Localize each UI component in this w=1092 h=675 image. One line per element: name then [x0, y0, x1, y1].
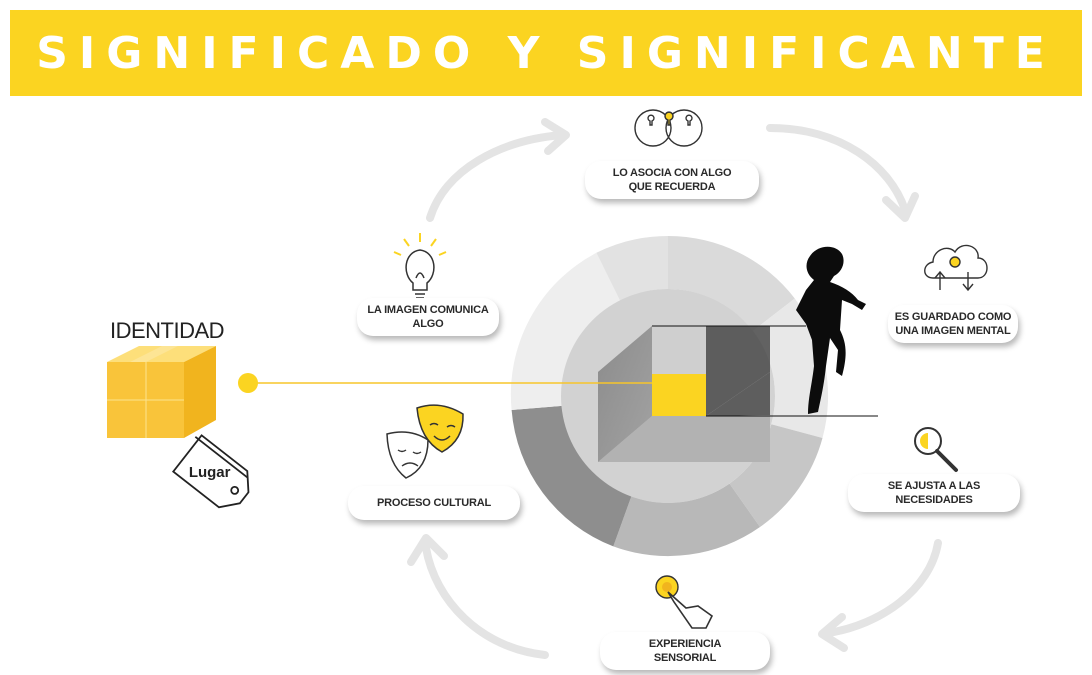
title-banner: SIGNIFICADO Y SIGNIFICANTE: [10, 10, 1082, 96]
place-tag: Lugar: [171, 434, 250, 509]
page-title: SIGNIFICADO Y SIGNIFICANTE: [36, 27, 1056, 79]
theater-masks-icon: [386, 404, 464, 479]
yellow-core: [652, 374, 706, 416]
arrow-left-to-top: [426, 118, 570, 222]
touch-hand-icon: [655, 575, 714, 629]
tag-label: Lugar: [189, 464, 231, 481]
cycle-arrows: [407, 118, 942, 659]
arrow-right-to-bottom: [818, 539, 942, 652]
arrow-bottom-to-left: [407, 534, 549, 659]
cloud-lightbulb-icon: [924, 244, 988, 292]
lightbulb-icon: [393, 233, 447, 299]
venn-lightbulbs-icon: [634, 109, 703, 147]
central-box: [598, 325, 878, 462]
step-cultural-process: PROCESO CULTURAL: [348, 486, 520, 520]
magnifier-icon: [914, 427, 958, 472]
running-child-silhouette: [796, 246, 866, 414]
identity-connector: [238, 373, 652, 393]
arrow-top-to-right: [766, 124, 919, 222]
identity-label: IDENTIDAD: [110, 318, 225, 343]
identity-cube: [107, 346, 216, 438]
